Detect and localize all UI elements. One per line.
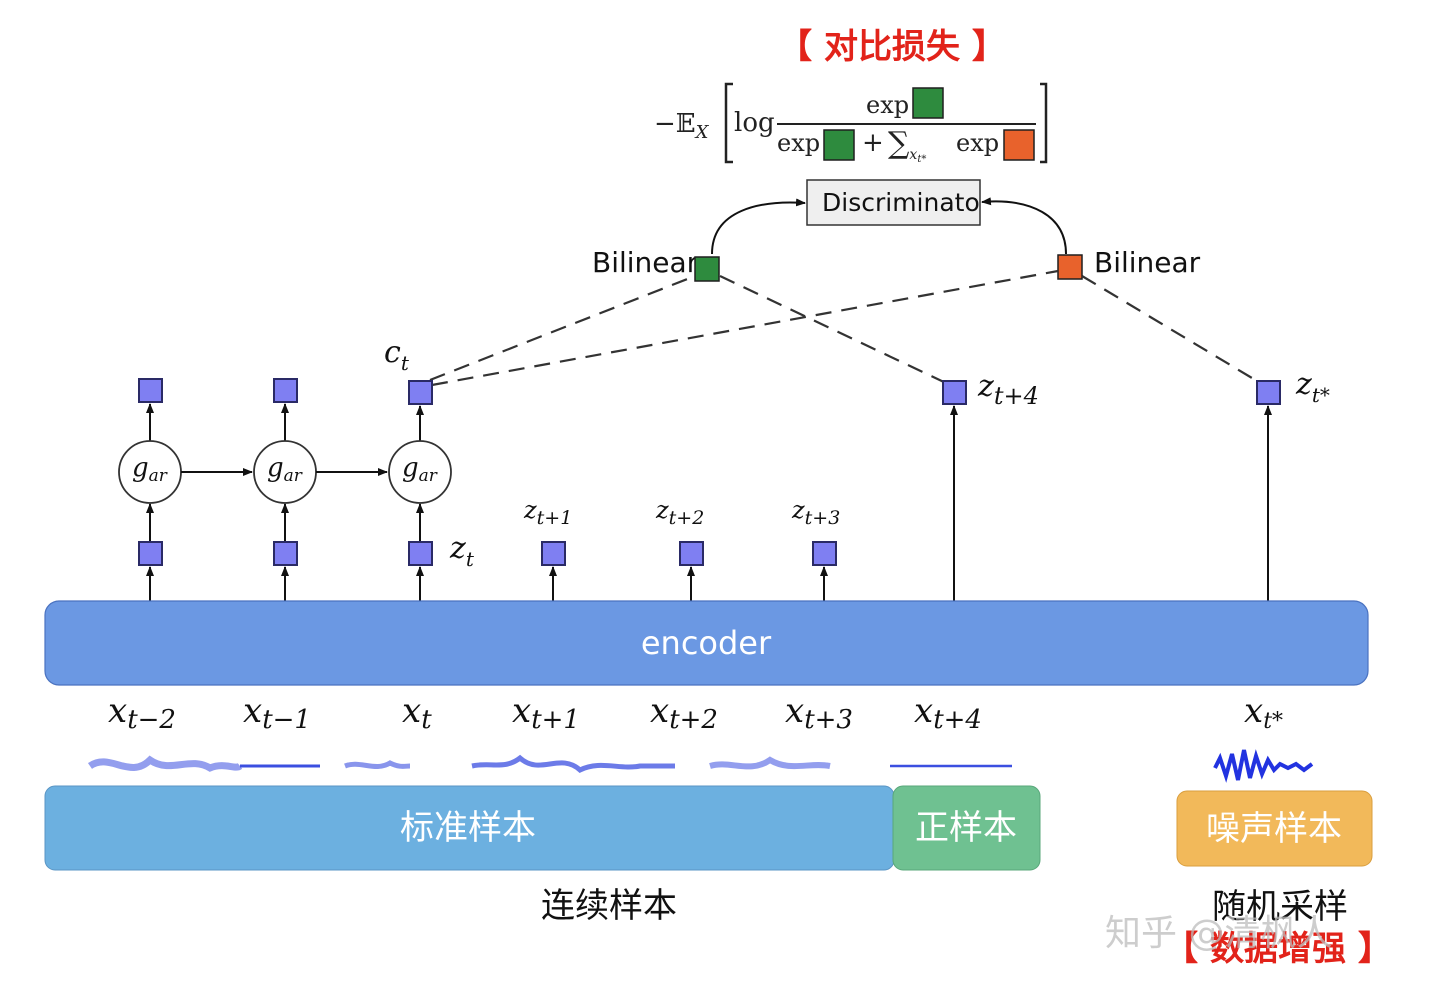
z-square-t-2 [138,541,163,566]
x-label-t-1: xt−1 [243,691,311,735]
log-text: log [734,108,775,138]
x-label-t+4: xt+4 [914,691,982,735]
waveform-noise [1213,749,1314,783]
ct-label: ct [384,335,410,375]
neg-expectation: −𝔼X [654,109,710,143]
z-square-t+2 [679,541,704,566]
gar-node-1-label: gar [132,453,168,486]
gar-node-1: gar [118,440,182,504]
gar-node-3-label: gar [402,453,438,486]
random-sampling-caption: 随机采样 [1212,887,1348,927]
arrow-bilinear-left-to-discriminator [711,198,806,255]
dash-bilinear-right-to-ztstar [1081,275,1263,385]
gar-node-3: gar [388,440,452,504]
x-label-tstar: xt* [1244,691,1283,734]
watermark: 知乎 @清枫人 [1105,913,1332,954]
z-square-t+3 [812,541,837,566]
positive-sample-bar [892,785,1041,871]
bilinear-right-label: Bilinear [1094,246,1201,279]
loss-title: 【 对比损失 】 [778,27,1006,67]
denominator-green-square [823,129,855,161]
ztstar-label: zt* [1295,367,1330,407]
bilinear-left-green-square [694,256,720,282]
x-label-t+3: xt+3 [785,691,853,735]
contrastive-loss-formula: −𝔼X log exp exp + ∑xt* exp [654,82,1048,165]
waveform-continuous [87,754,1012,773]
sigma-sum: ∑xt* [888,126,926,165]
x-label-t-2: xt−2 [108,691,176,735]
data-augmentation-caption: 【 数据增强 】 [1164,929,1392,969]
z-square-t+1 [541,541,566,566]
discriminator-label: Discriminato [822,188,980,217]
gar-node-2-label: gar [267,453,303,486]
context-square-2 [273,378,298,403]
encoder-block [44,600,1369,686]
dash-bilinear-left-to-zt4 [719,275,949,385]
left-bracket [724,82,733,164]
numerator-green-square [912,87,944,119]
plus-sign: + [862,128,884,158]
positive-sample-label: 正样本 [915,808,1017,848]
z-square-t-1 [273,541,298,566]
zt-label: zt [449,531,475,571]
gar-node-2: gar [253,440,317,504]
noise-sample-bar [1176,790,1373,867]
zt3-label: zt+3 [791,496,840,529]
zt1-label: zt+1 [523,496,572,529]
dash-ct-to-bilinear-left [429,274,696,382]
dash-ct-to-bilinear-right [431,269,1059,387]
arrow-bilinear-right-to-discriminator [981,197,1067,255]
discriminator-box [806,179,981,226]
zt4-label: zt+4 [977,369,1039,410]
context-square-1 [138,378,163,403]
denominator-exp-right: exp [956,129,999,157]
context-square-ct [408,380,433,405]
standard-samples-label: 标准样本 [400,808,536,848]
right-bracket [1040,82,1048,164]
bilinear-right-orange-square [1057,254,1083,280]
denominator-exp-left: exp [777,129,820,157]
ztstar-square [1256,380,1281,405]
encoder-label: encoder [641,624,772,662]
x-label-t+1: xt+1 [512,691,580,735]
z-square-t [408,541,433,566]
noise-sample-label: 噪声样本 [1206,809,1342,849]
x-label-t: xt [402,691,432,735]
denominator-orange-square [1003,129,1035,161]
zt4-square [942,380,967,405]
x-labels: xt−2 xt−1 xt xt+1 xt+2 xt+3 xt+4 xt* [108,691,1283,735]
bilinear-left-label: Bilinear [592,246,699,279]
zt2-label: zt+2 [655,496,704,529]
x-label-t+2: xt+2 [650,691,718,735]
continuous-samples-caption: 连续样本 [541,886,677,926]
numerator-exp: exp [866,91,909,119]
